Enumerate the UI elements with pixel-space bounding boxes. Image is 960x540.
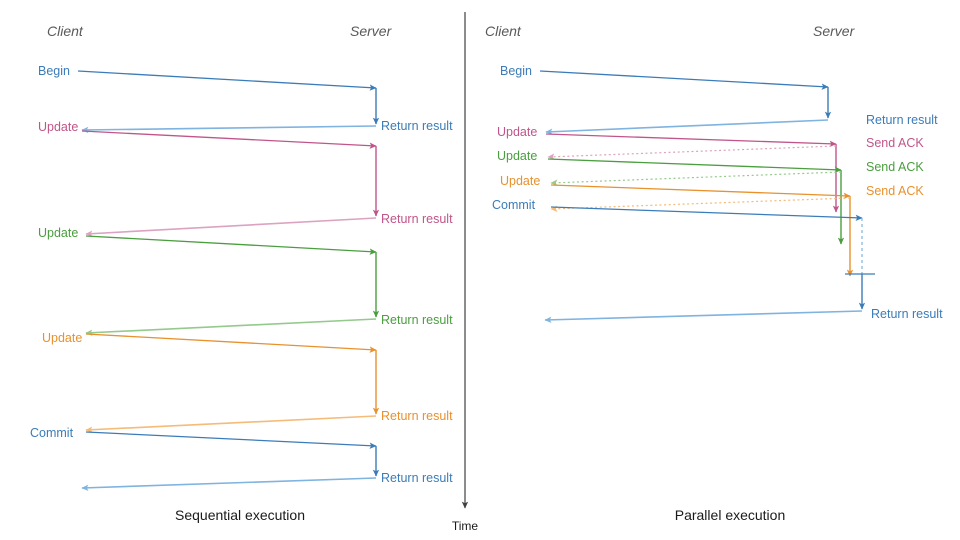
time-axis-label: Time [452, 519, 479, 533]
panel-sequential-client-label-2: Update [38, 226, 78, 240]
panel-sequential-begin-return-arrow [81, 125, 377, 134]
panel-parallel-client-label-2: Update [497, 149, 537, 163]
panel-parallel-server-label-4: Return result [871, 307, 943, 321]
panel-sequential-update-3-return-arrow [85, 415, 377, 433]
panel-sequential-server-header: Server [350, 23, 393, 39]
panel-parallel-update-2-ack-arrow [550, 171, 842, 186]
panel-sequential-client-header: Client [47, 23, 84, 39]
panel-parallel-client-label-0: Begin [500, 64, 532, 78]
panel-parallel-begin-request-arrow [539, 70, 829, 90]
panel-parallel-server-label-0: Return result [866, 113, 938, 127]
panel-parallel-client-label-1: Update [497, 125, 537, 139]
panel-parallel-caption: Parallel execution [675, 507, 786, 523]
panel-sequential-update-1-request-arrow [81, 130, 377, 149]
panel-parallel-commit-return-arrow [544, 310, 863, 324]
panel-sequential-server-label-2: Return result [381, 313, 453, 327]
panel-parallel-client-label-4: Commit [492, 198, 536, 212]
panel-sequential-update-1-return-arrow [85, 217, 377, 237]
panel-parallel-server-label-3: Send ACK [866, 184, 924, 198]
panel-parallel-update-1-ack-arrow [547, 145, 837, 160]
panel-parallel-server-label-2: Send ACK [866, 160, 924, 174]
panel-parallel-update-2-request-arrow [547, 158, 842, 173]
panel-sequential-server-label-4: Return result [381, 471, 453, 485]
panel-sequential-client-label-3: Update [42, 331, 82, 345]
panel-sequential-update-2-return-arrow [85, 318, 377, 336]
panel-sequential-begin-request-arrow [77, 70, 377, 91]
panel-sequential-update-2-request-arrow [85, 235, 377, 255]
panel-sequential-client-label-4: Commit [30, 426, 74, 440]
panel-parallel-server-label-1: Send ACK [866, 136, 924, 150]
panel-sequential-caption: Sequential execution [175, 507, 305, 523]
panel-sequential-update-3-request-arrow [85, 333, 377, 353]
panel-parallel-client-label-3: Update [500, 174, 540, 188]
panel-sequential-commit-request-arrow [85, 431, 377, 449]
panel-parallel-client-header: Client [485, 23, 522, 39]
panel-parallel-commit-request-arrow [550, 206, 863, 221]
panel-parallel-update-1-request-arrow [545, 133, 837, 147]
panel-sequential-server-label-0: Return result [381, 119, 453, 133]
panel-sequential-client-label-1: Update [38, 120, 78, 134]
panel-sequential-server-label-1: Return result [381, 212, 453, 226]
panel-parallel-update-3-ack-arrow [550, 197, 851, 212]
panel-sequential-server-label-3: Return result [381, 409, 453, 423]
panel-parallel-server-header: Server [813, 23, 856, 39]
panel-sequential-commit-return-arrow [81, 477, 377, 491]
panel-parallel-update-3-request-arrow [550, 184, 851, 199]
panel-parallel-begin-return-arrow [545, 119, 829, 135]
panel-sequential-client-label-0: Begin [38, 64, 70, 78]
